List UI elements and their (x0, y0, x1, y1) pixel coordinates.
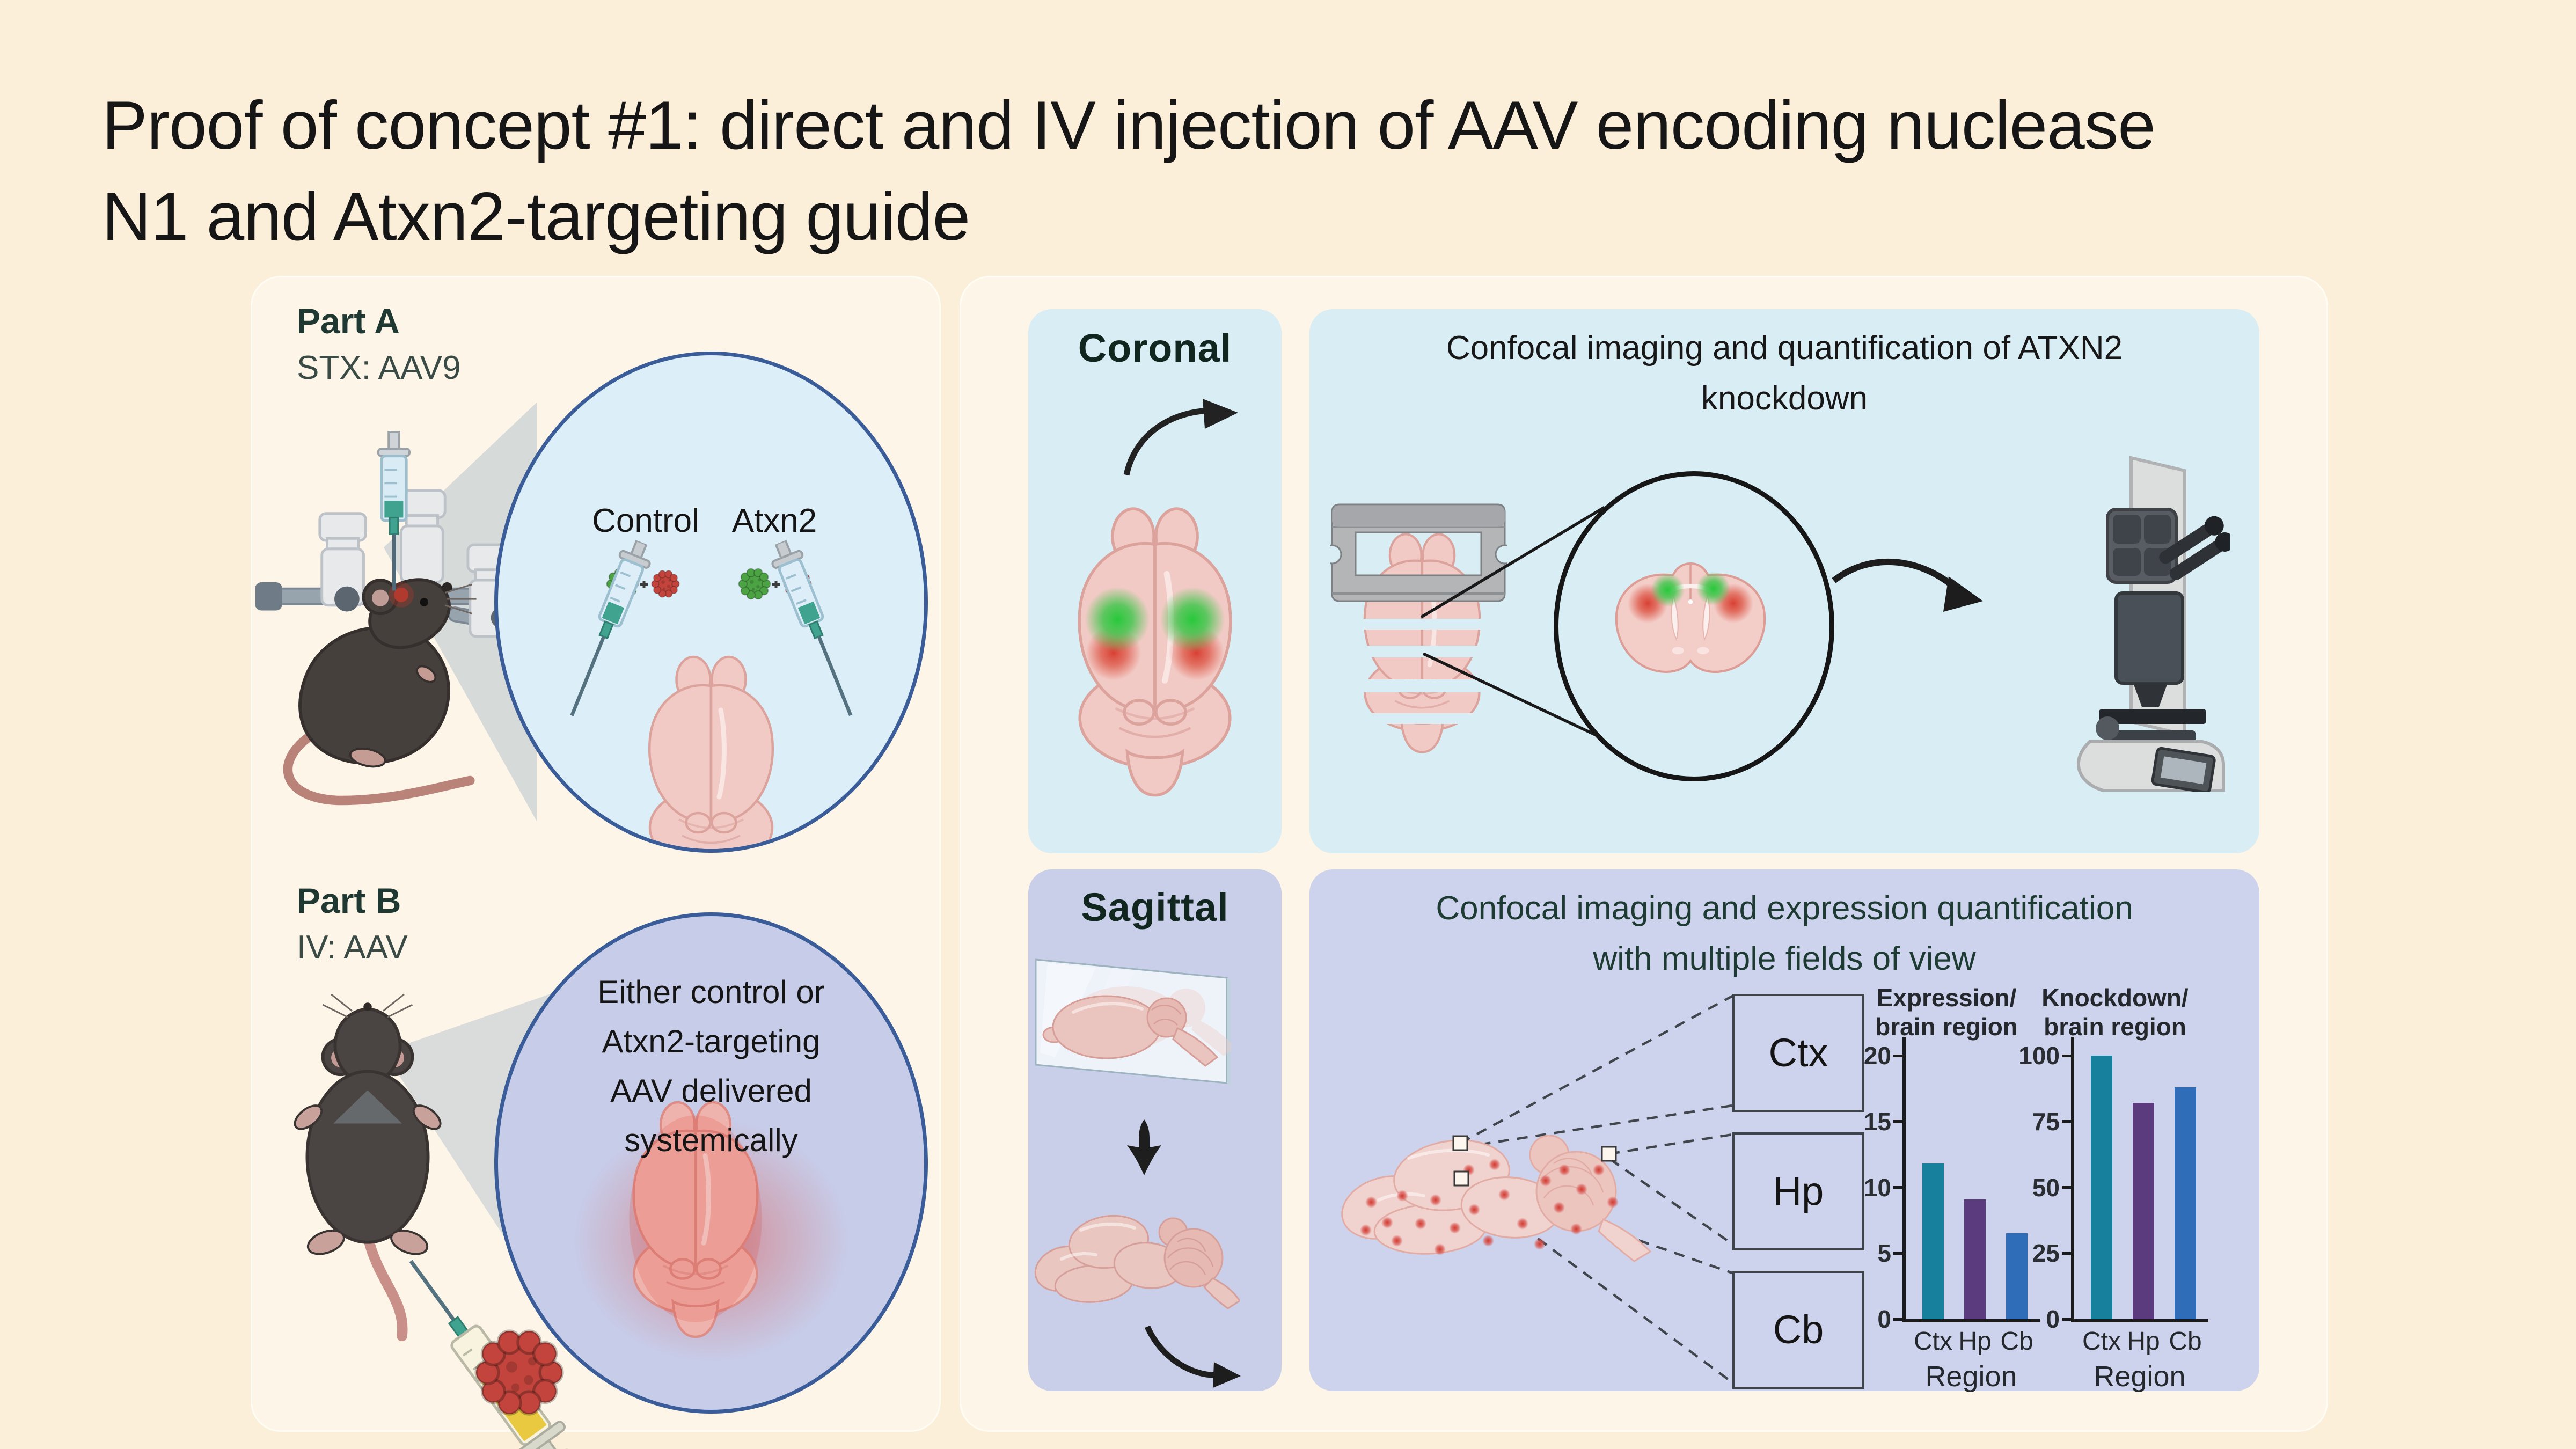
aav-pair-atxn2-icon (738, 568, 812, 600)
y-tick-mark (2062, 1120, 2071, 1123)
y-tick-mark (1893, 1186, 1902, 1189)
y-tick-mark (2062, 1252, 2071, 1255)
y-axis (2071, 1037, 2074, 1322)
part-a-label: Part A (297, 301, 400, 341)
stereotax-syringe (377, 431, 411, 591)
systemic-text: Either control or Atxn2-targeting AAV de… (498, 968, 924, 1165)
bar-hp (2133, 1103, 2154, 1319)
dorsal-brain-a (631, 652, 792, 853)
y-tick-label: 0 (2046, 1305, 2060, 1333)
x-tick-label: Ctx (2082, 1327, 2121, 1356)
systemic-text-line: AAV delivered (610, 1073, 812, 1109)
magnify-circle (1554, 471, 1834, 781)
down-arrow-icon (1127, 1119, 1161, 1175)
curved-arrow-icon (1123, 399, 1238, 476)
inset-systemic-delivery: Either control or Atxn2-targeting AAV de… (494, 912, 928, 1414)
inset-direct-injection: Control Atxn2 (494, 352, 928, 853)
confocal-expression-title-line1: Confocal imaging and expression quantifi… (1436, 890, 2133, 927)
systemic-text-line: Atxn2-targeting (602, 1023, 821, 1059)
slide-with-sagittal-brain (1035, 958, 1231, 1086)
y-tick-mark (1893, 1252, 1902, 1255)
part-b-method: IV: AAV (297, 929, 408, 966)
coronal-section-illustration (1602, 550, 1779, 683)
coronal-heading: Coronal (1078, 326, 1232, 370)
aav-pair-control-icon (606, 568, 680, 600)
control-label: Control (592, 502, 699, 539)
y-tick-mark (2062, 1054, 2071, 1057)
y-tick-label: 15 (1863, 1107, 1891, 1136)
y-tick-label: 75 (2032, 1107, 2060, 1136)
y-tick-label: 25 (2032, 1239, 2060, 1268)
y-tick-mark (1893, 1318, 1902, 1321)
chart-title: Expression/ brain region (1875, 984, 2018, 1041)
x-tick-label: Hp (2127, 1327, 2160, 1356)
y-tick-mark (2062, 1318, 2071, 1321)
y-axis (1902, 1037, 1906, 1322)
y-tick-label: 100 (2018, 1042, 2060, 1070)
systemic-text-line: systemically (624, 1122, 798, 1158)
y-tick-label: 0 (1877, 1305, 1891, 1333)
y-tick-label: 5 (1877, 1239, 1891, 1268)
sliced-brain-illustration (1341, 526, 1504, 762)
flattened-sagittal-brain (1034, 1214, 1240, 1309)
confocal-knockdown-title-line1: Confocal imaging and quantification of A… (1446, 330, 2123, 367)
x-tick-label: Hp (1958, 1327, 1992, 1356)
bar-ctx (1922, 1163, 1944, 1319)
razor-blade-icon (1330, 503, 1507, 602)
bar-cb (2175, 1087, 2196, 1319)
x-axis (2071, 1319, 2208, 1322)
y-tick-mark (1893, 1120, 1902, 1123)
curved-arrow-icon (1832, 558, 1983, 612)
mouse-a (283, 578, 477, 806)
sagittal-brain-with-foci (1341, 1135, 1652, 1262)
systemic-text-line: Either control or (597, 974, 825, 1010)
panel-sagittal (1028, 869, 1282, 1391)
page-title-line1: Proof of concept #1: direct and IV injec… (102, 87, 2156, 163)
confocal-expression-title-line2: with multiple fields of view (1593, 940, 1976, 977)
bar-hp (1964, 1199, 1986, 1319)
y-tick-mark (1893, 1054, 1902, 1057)
y-tick-label: 50 (2032, 1173, 2060, 1202)
part-a-method: STX: AAV9 (297, 349, 461, 386)
region-box-ctx: Ctx (1732, 994, 1864, 1112)
x-tick-label: Ctx (1914, 1327, 1952, 1356)
x-axis-label: Region (2094, 1360, 2186, 1393)
region-box-hp: Hp (1732, 1132, 1864, 1250)
x-tick-label: Cb (2169, 1327, 2202, 1356)
mouse-b-illustration (294, 993, 442, 1342)
dorsal-brain-coronal (1056, 502, 1254, 800)
x-axis-label: Region (1925, 1360, 2017, 1393)
dorsal-brain-b (629, 1097, 762, 1340)
page-title: Proof of concept #1: direct and IV injec… (102, 79, 2474, 262)
bar-cb (2006, 1233, 2028, 1319)
page-title-line2: N1 and Atxn2-targeting guide (102, 178, 970, 254)
magnify-lines (1420, 506, 1606, 740)
confocal-knockdown-title: Confocal imaging and quantification of A… (1309, 323, 2259, 424)
region-box-cb: Cb (1732, 1271, 1864, 1389)
confocal-microscope-illustration (2076, 456, 2230, 792)
confocal-knockdown-title-line2: knockdown (1701, 380, 1868, 417)
chart-title: Knockdown/ brain region (2041, 984, 2189, 1041)
curved-arrow-icon (1144, 1325, 1241, 1388)
y-tick-mark (2062, 1186, 2071, 1189)
sagittal-heading: Sagittal (1081, 885, 1229, 930)
atxn2-label: Atxn2 (731, 502, 817, 539)
stereotax-mouse-illustration (255, 431, 547, 806)
confocal-expression-title: Confocal imaging and expression quantifi… (1309, 883, 2259, 984)
y-tick-label: 10 (1863, 1173, 1891, 1202)
part-b-label: Part B (297, 881, 401, 920)
x-axis (1902, 1319, 2040, 1322)
y-tick-label: 20 (1863, 1042, 1891, 1070)
bar-ctx (2091, 1056, 2112, 1319)
red-foci (1360, 1159, 1619, 1255)
x-tick-label: Cb (2000, 1327, 2033, 1356)
